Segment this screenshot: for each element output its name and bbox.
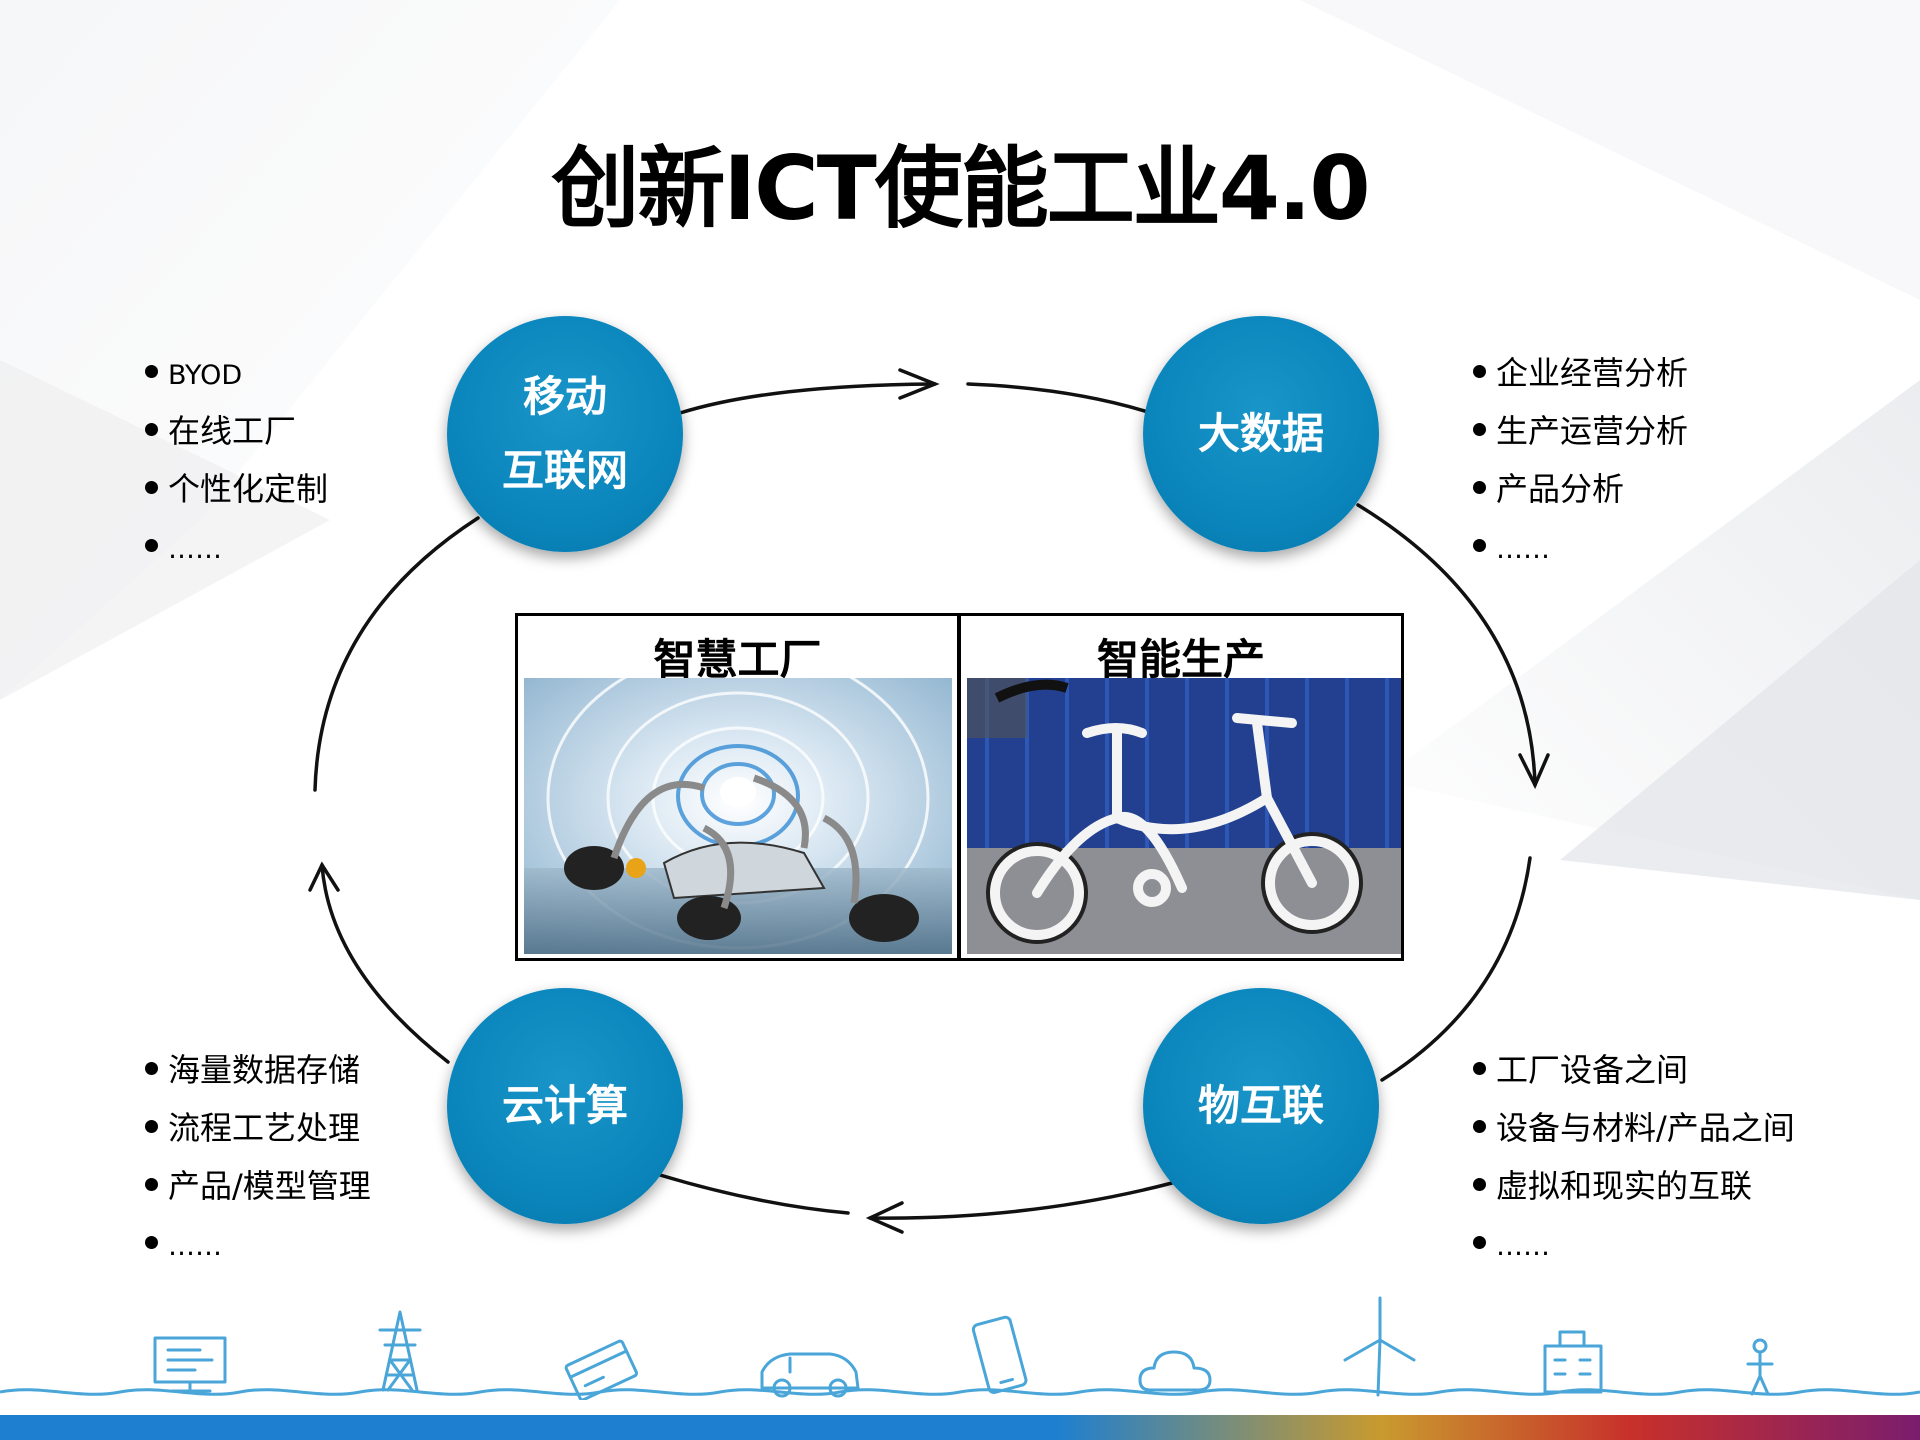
bullet-dot-icon <box>145 480 158 494</box>
arrow-gap-top <box>966 382 1150 414</box>
bullet-dot-icon <box>145 538 158 552</box>
node-label-line-1: 移动 <box>522 372 607 421</box>
bullet-item: 虚拟和现实的互联 <box>1473 1157 1795 1215</box>
panel-smart-factory: 智慧工厂 <box>515 613 960 961</box>
bullets-iot: 工厂设备之间 设备与材料/产品之间 虚拟和现实的互联 …… <box>1473 1041 1795 1273</box>
card-icon <box>564 1339 638 1400</box>
node-big-data: 大数据 <box>1143 316 1379 552</box>
bullet-item: 海量数据存储 <box>145 1041 371 1099</box>
robot-shape <box>564 774 919 942</box>
bullet-dot-icon <box>1473 1119 1486 1133</box>
robot-tunnel-image <box>524 678 952 954</box>
arrow-bigdata-to-iot <box>1356 503 1537 787</box>
bullet-item: 工厂设备之间 <box>1473 1041 1795 1099</box>
bullet-dot-icon <box>145 364 158 378</box>
power-tower-icon <box>378 1310 422 1392</box>
node-label: 物互联 <box>1197 1081 1324 1130</box>
bullet-dot-icon <box>1473 480 1486 494</box>
bullet-dot-icon <box>145 422 158 436</box>
wind-turbine-icon <box>1343 1296 1416 1397</box>
bullet-item: 设备与材料/产品之间 <box>1473 1099 1795 1157</box>
arrow-mobile-to-bigdata <box>678 382 937 415</box>
node-cloud-computing: 云计算 <box>447 988 683 1224</box>
arrow-cloud-gap <box>658 1173 850 1215</box>
node-label: 云计算 <box>501 1081 628 1130</box>
panel-title-smart-production: 智能生产 <box>1096 635 1265 684</box>
bullet-item: 企业经营分析 <box>1473 344 1688 402</box>
building-icon <box>1543 1330 1603 1394</box>
bullet-item: …… <box>1473 1215 1795 1273</box>
arrow-iot-to-cloud <box>1380 856 1532 1082</box>
node-mobile-internet: 移动 互联网 <box>447 316 683 552</box>
node-iot: 物互联 <box>1143 988 1379 1224</box>
bullet-dot-icon <box>1473 364 1486 378</box>
person-icon <box>1746 1338 1774 1396</box>
bullet-dot-icon <box>145 1119 158 1133</box>
cloud-icon <box>1138 1350 1212 1392</box>
bullet-dot-icon <box>1473 422 1486 436</box>
bicycle-image <box>967 678 1401 954</box>
bullet-dot-icon <box>1473 538 1486 552</box>
bullet-item: …… <box>145 518 328 576</box>
panel-title-smart-factory: 智慧工厂 <box>653 635 822 684</box>
arrow-cloud-to-mobile <box>320 863 450 1064</box>
car-icon <box>760 1352 860 1398</box>
bullet-item: 流程工艺处理 <box>145 1099 371 1157</box>
node-label: 大数据 <box>1197 409 1324 458</box>
slide-title: 创新ICT使能工业4.0 <box>551 137 1370 240</box>
bicycle-shape <box>986 713 1363 944</box>
computer-icon <box>153 1336 227 1393</box>
bullet-dot-icon <box>145 1061 158 1075</box>
bullet-dot-icon <box>145 1235 158 1249</box>
panel-smart-production: 智能生产 <box>958 613 1404 961</box>
bullet-item: 在线工厂 <box>145 402 328 460</box>
bullet-item: BYOD <box>145 344 328 402</box>
bullet-item: 产品分析 <box>1473 460 1688 518</box>
bullet-dot-icon <box>145 1177 158 1191</box>
bullets-mobile: BYOD 在线工厂 个性化定制 …… <box>145 344 328 576</box>
phone-icon <box>971 1315 1028 1395</box>
arrow-left-upper <box>313 516 480 792</box>
bullet-dot-icon <box>1473 1177 1486 1191</box>
bullet-item: …… <box>145 1215 371 1273</box>
bullet-dot-icon <box>1473 1061 1486 1075</box>
footer-icons <box>153 1296 1774 1400</box>
bullet-item: 产品/模型管理 <box>145 1157 371 1215</box>
node-label-line-2: 互联网 <box>501 446 628 495</box>
arrow-iot-to-cloud-bottom <box>868 1181 1174 1220</box>
bullet-item: 个性化定制 <box>145 460 328 518</box>
bullets-bigdata: 企业经营分析 生产运营分析 产品分析 …… <box>1473 344 1688 576</box>
bullet-item: 生产运营分析 <box>1473 402 1688 460</box>
bullet-dot-icon <box>1473 1235 1486 1249</box>
bullet-item: …… <box>1473 518 1688 576</box>
bullets-cloud: 海量数据存储 流程工艺处理 产品/模型管理 …… <box>145 1041 371 1273</box>
